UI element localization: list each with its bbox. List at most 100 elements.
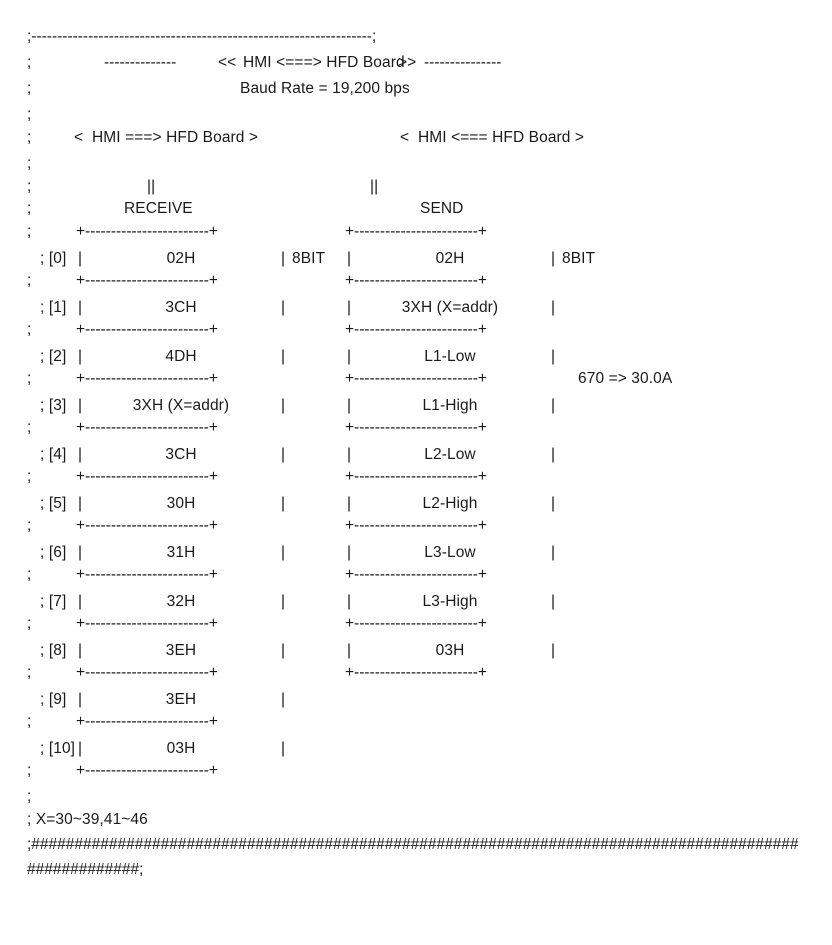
left-cell-border-start: | <box>78 495 83 512</box>
left-cell-border-start: | <box>78 250 83 267</box>
left-cell-value: 30H <box>166 495 196 512</box>
address-range-line: ; X=30~39,41~46 <box>0 805 832 835</box>
right-cell-value: 02H <box>435 250 465 267</box>
right-cell-value: L2-Low <box>424 446 476 463</box>
comment-marker: ; <box>27 155 32 172</box>
comment-marker: ; <box>27 106 32 123</box>
address-range-text: ; X=30~39,41~46 <box>27 811 148 828</box>
comment-marker: ; <box>27 713 32 730</box>
right-cell-border-start: | <box>347 495 352 512</box>
right-cell-value: L2-High <box>422 495 478 512</box>
header-title-line: ; -------------- << HMI <===> HFD Board … <box>0 48 832 78</box>
comment-marker: ; <box>27 419 32 436</box>
comment-marker: ; <box>27 54 32 71</box>
left-table-rule: +------------------------+ <box>76 370 218 387</box>
header-title-close-bracket: >> <box>398 54 417 71</box>
left-cell-note: 8BIT <box>292 250 326 267</box>
left-table-rule: +------------------------+ <box>76 468 218 485</box>
blank-comment-line-1: ; <box>0 100 832 130</box>
table-rule: ; +------------------------+ <box>0 707 832 737</box>
left-cell-border-start: | <box>78 593 83 610</box>
table-row: ; [6] | 31H | | L3-Low | <box>0 538 832 568</box>
comment-marker: ; <box>27 272 32 289</box>
right-table-rule: +------------------------+ <box>345 370 487 387</box>
right-cell-border-start: | <box>347 593 352 610</box>
comment-marker: ; <box>27 178 32 195</box>
left-table-rule: +------------------------+ <box>76 664 218 681</box>
right-cell-border-end: | <box>551 397 556 414</box>
left-cell-border-end: | <box>281 642 286 659</box>
right-cell-value: 3XH (X=addr) <box>401 299 499 316</box>
comment-marker: ; <box>27 200 32 217</box>
right-cell-border-end: | <box>551 299 556 316</box>
right-cell-border-start: | <box>347 299 352 316</box>
comment-block-document: ;---------------------------------------… <box>0 28 832 878</box>
table-rule: ; +------------------------+ +----------… <box>0 462 832 492</box>
right-cell-border-start: | <box>347 250 352 267</box>
table-row: ; [1] | 3CH | | 3XH (X=addr) | <box>0 293 832 323</box>
left-table-rule: +------------------------+ <box>76 272 218 289</box>
table-row: ; [0] | 02H | 8BIT | 02H | 8BIT <box>0 244 832 274</box>
right-table-rule: +------------------------+ <box>345 615 487 632</box>
hash-banner-line-1: ;#######################################… <box>0 830 832 860</box>
right-cell-border-start: | <box>347 348 352 365</box>
left-cell-value: 31H <box>166 544 196 561</box>
left-cell-value: 3EH <box>165 691 197 708</box>
header-title-left-dashes: -------------- <box>104 54 177 71</box>
row-index: ; [10] <box>40 740 76 757</box>
right-pipe-marker: || <box>370 178 379 195</box>
table-row: ; [4] | 3CH | | L2-Low | <box>0 440 832 470</box>
row-index: ; [2] <box>40 348 67 365</box>
blank-comment-line-2: ; <box>0 149 832 179</box>
table-rule: ; +------------------------+ +----------… <box>0 217 832 247</box>
left-cell-border-start: | <box>78 642 83 659</box>
right-table-rule: +------------------------+ <box>345 468 487 485</box>
row-index: ; [3] <box>40 397 67 414</box>
current-scaling-annotation: 670 => 30.0A <box>578 370 673 387</box>
left-cell-border-start: | <box>78 397 83 414</box>
table-rule: ; +------------------------+ +----------… <box>0 413 832 443</box>
right-table-rule: +------------------------+ <box>345 517 487 534</box>
table-row: ; [8] | 3EH | | 03H | <box>0 636 832 666</box>
column-name-line: ; RECEIVE SEND <box>0 194 832 224</box>
column-pipe-marker-line: ; || || <box>0 172 832 202</box>
left-pipe-marker: || <box>147 178 156 195</box>
left-table-rule: +------------------------+ <box>76 762 218 779</box>
left-cell-border-start: | <box>78 544 83 561</box>
left-cell-border-end: | <box>281 348 286 365</box>
comment-marker: ; <box>27 517 32 534</box>
left-cell-border-end: | <box>281 691 286 708</box>
left-table-rule: +------------------------+ <box>76 713 218 730</box>
left-table-rule: +------------------------+ <box>76 517 218 534</box>
left-cell-border-end: | <box>281 740 286 757</box>
right-table-rule: +------------------------+ <box>345 419 487 436</box>
row-index: ; [4] <box>40 446 67 463</box>
table-rule-with-annotation: ; +------------------------+ +----------… <box>0 364 832 394</box>
table-rule: ; +------------------------+ +----------… <box>0 560 832 590</box>
right-table-rule: +------------------------+ <box>345 223 487 240</box>
left-cell-value: 3CH <box>165 446 197 463</box>
left-cell-border-end: | <box>281 495 286 512</box>
right-cell-border-end: | <box>551 250 556 267</box>
table-row: ; [5] | 30H | | L2-High | <box>0 489 832 519</box>
row-index: ; [1] <box>40 299 67 316</box>
row-index: ; [9] <box>40 691 67 708</box>
right-table-rule: +------------------------+ <box>345 566 487 583</box>
left-cell-value: 3CH <box>165 299 197 316</box>
right-table-rule: +------------------------+ <box>345 664 487 681</box>
table-rule: ; +------------------------+ +----------… <box>0 266 832 296</box>
left-table-rule: +------------------------+ <box>76 419 218 436</box>
right-cell-value: L1-High <box>422 397 478 414</box>
right-table-rule: +------------------------+ <box>345 321 487 338</box>
left-cell-border-end: | <box>281 593 286 610</box>
table-row: ; [2] | 4DH | | L1-Low | <box>0 342 832 372</box>
right-column-name: SEND <box>420 200 464 217</box>
table-row: ; [9] | 3EH | <box>0 685 832 715</box>
comment-marker: ; <box>27 370 32 387</box>
comment-marker: ; <box>27 664 32 681</box>
row-index: ; [0] <box>40 250 67 267</box>
right-cell-border-end: | <box>551 446 556 463</box>
direction-label-line: ; < HMI ===> HFD Board > < HMI <=== HFD … <box>0 123 832 153</box>
right-cell-border-start: | <box>347 446 352 463</box>
left-cell-border-end: | <box>281 544 286 561</box>
